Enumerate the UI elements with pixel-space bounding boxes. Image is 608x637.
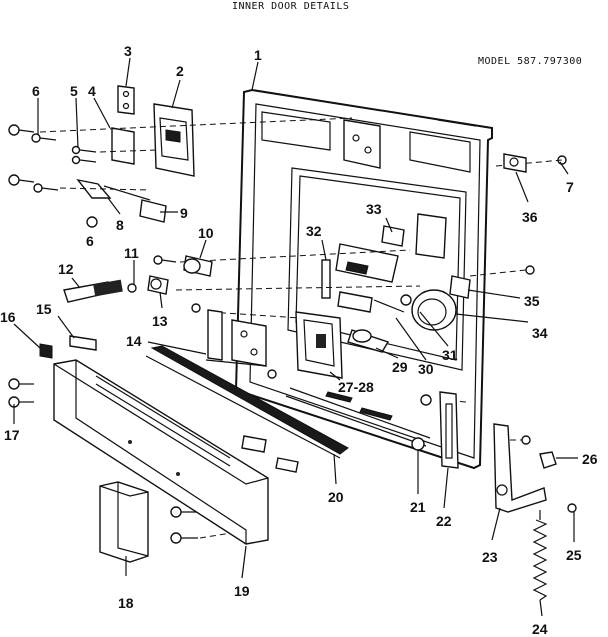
- callout-10: 10: [198, 225, 214, 241]
- callout-21: 21: [410, 499, 426, 515]
- callout-19: 19: [234, 583, 250, 599]
- callout-31: 31: [442, 347, 458, 363]
- lower-hinge-group: [411, 391, 557, 513]
- top-right-clip: [503, 153, 527, 173]
- callout-11: 11: [124, 245, 139, 261]
- fill-cap-ring: [411, 289, 457, 331]
- model-number: MODEL 587.797300: [478, 56, 582, 67]
- callout-7: 7: [566, 179, 574, 195]
- diagram-title: INNER DOOR DETAILS: [232, 1, 349, 12]
- callout-4: 4: [88, 83, 96, 99]
- callout-33: 33: [366, 201, 382, 217]
- callout-17: 17: [4, 427, 20, 443]
- callout-22: 22: [436, 513, 452, 529]
- latch-hardware-group: [76, 85, 195, 223]
- callout-8: 8: [116, 217, 124, 233]
- callout-23: 23: [482, 549, 498, 565]
- callout-1: 1: [254, 47, 262, 63]
- callout-14: 14: [126, 333, 142, 349]
- insulation-block: [99, 481, 149, 563]
- callout-24: 24: [532, 621, 548, 637]
- clip-tab-b: [275, 457, 299, 473]
- bumper-16: [39, 343, 53, 359]
- leader-lines: [13, 57, 578, 617]
- latch-plate: [449, 275, 471, 299]
- dispenser-assembly: [295, 311, 390, 379]
- door-seal-strip: [145, 345, 349, 459]
- callout-35: 35: [524, 293, 540, 309]
- callout-27-28: 27-28: [338, 379, 374, 395]
- callout-6-upper: 6: [32, 83, 40, 99]
- hinge-bracket-left: [205, 309, 267, 367]
- callout-25: 25: [566, 547, 582, 563]
- inner-door-panel: [234, 88, 493, 470]
- screws-left-group: [8, 124, 577, 544]
- callout-labels: 1 2 3 4 5 6 6 7 8 9 10 11 12 13 14 15 16…: [0, 43, 598, 637]
- callout-6-lower: 6: [86, 233, 94, 249]
- bumper-15: [69, 335, 97, 351]
- callout-3: 3: [124, 43, 132, 59]
- callout-30: 30: [418, 361, 434, 377]
- callout-20: 20: [328, 489, 344, 505]
- callout-26: 26: [582, 451, 598, 467]
- callout-36: 36: [522, 209, 538, 225]
- callout-2: 2: [176, 63, 184, 79]
- callout-16: 16: [0, 309, 16, 325]
- callout-29: 29: [392, 359, 408, 375]
- door-trim-panel: [53, 359, 269, 545]
- callout-32: 32: [306, 223, 322, 239]
- door-spring: [532, 510, 548, 601]
- hinge-parts: [63, 255, 213, 303]
- callout-18: 18: [118, 595, 134, 611]
- callout-9: 9: [180, 205, 188, 221]
- callout-12: 12: [58, 261, 74, 277]
- callout-5: 5: [70, 83, 78, 99]
- callout-34: 34: [532, 325, 548, 341]
- callout-15: 15: [36, 301, 52, 317]
- clip-tab-a: [241, 435, 267, 453]
- callout-13: 13: [152, 313, 168, 329]
